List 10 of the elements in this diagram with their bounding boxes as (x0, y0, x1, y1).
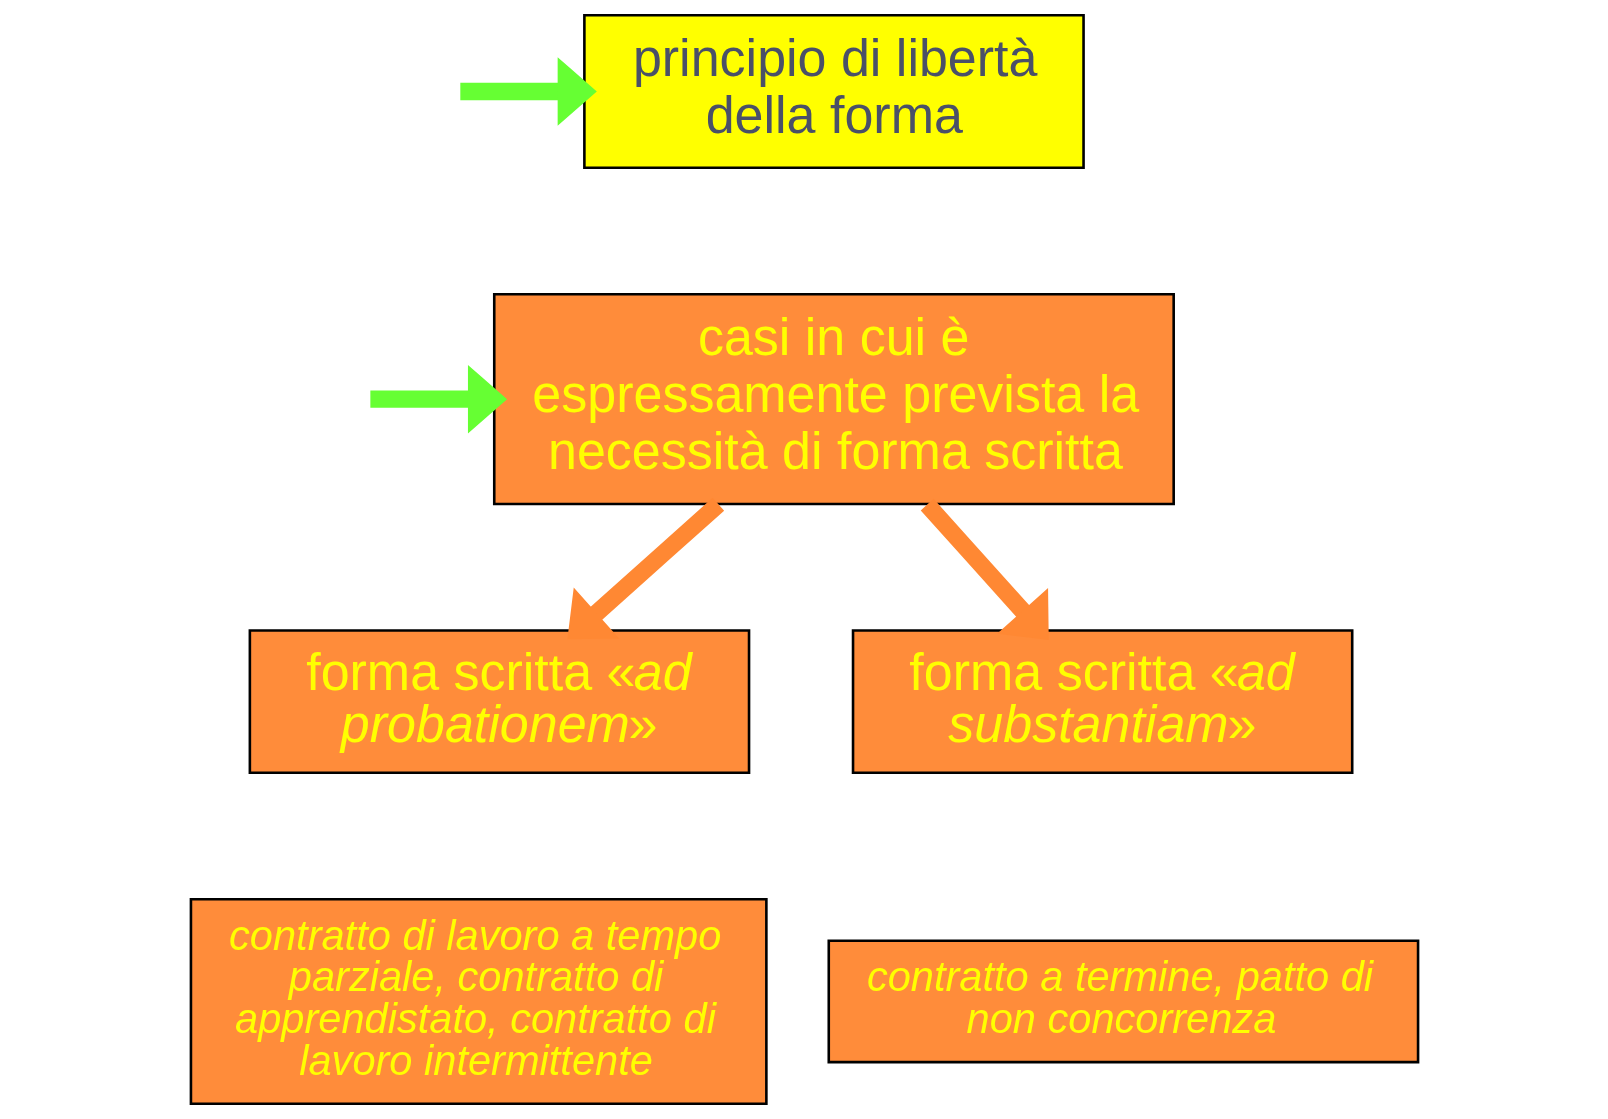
arrow (369, 364, 507, 434)
node-box: forma scritta «ad substantiam» (851, 629, 1353, 774)
arrow (459, 57, 597, 126)
node-box: contratto di lavoro a tempo parziale, contratto di apprendistato, contratto di lavoro intermittente (189, 897, 768, 1106)
arrow (566, 497, 724, 640)
node-box: forma scritta «ad probationem» (248, 629, 750, 774)
arrow (920, 498, 1049, 640)
node-box: principio di libertà della forma (582, 13, 1085, 170)
node-box: contratto a termine, patto di non concorrenza (826, 939, 1419, 1064)
node-box: casi in cui è espressamente prevista la necessità di forma scritta (492, 293, 1175, 506)
